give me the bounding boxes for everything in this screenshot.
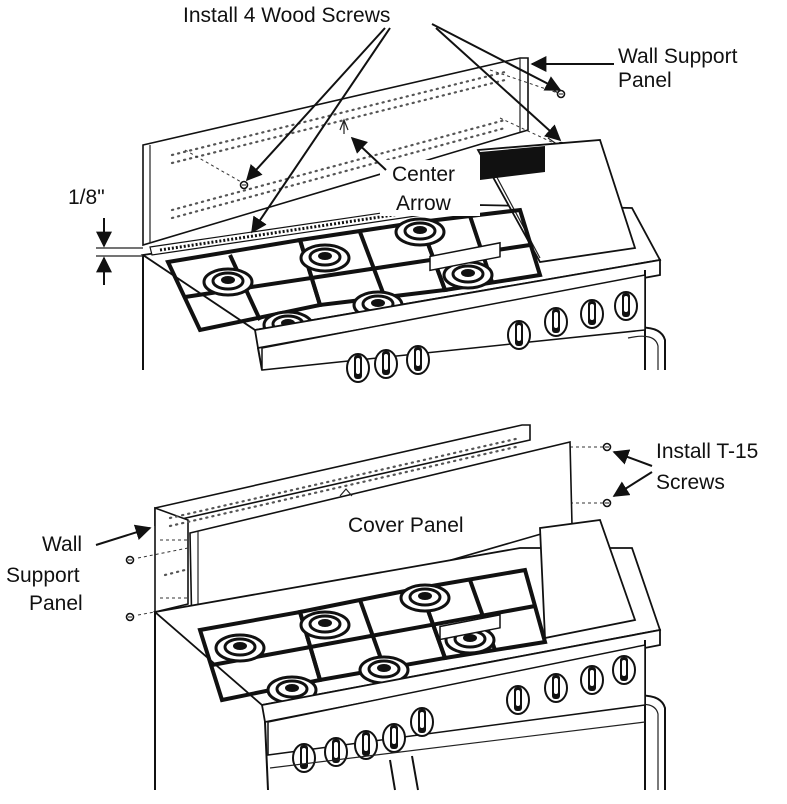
cover-panel: Cover Panel <box>189 440 573 637</box>
control-knob-icon <box>506 685 530 715</box>
wall-support-panel-label-line3: Panel <box>29 592 83 615</box>
control-knob-icon <box>544 307 568 337</box>
control-knob-icon <box>580 299 604 329</box>
burner-icon <box>399 583 451 613</box>
control-knob-icon <box>406 345 430 375</box>
wall-support-panel-bottom <box>137 424 604 616</box>
gap-dimension-label: 1/8" <box>68 186 105 209</box>
cover-panel-label: Cover Panel <box>348 514 464 537</box>
burner-icon <box>202 267 254 297</box>
install-wood-screws-label: Install 4 Wood Screws <box>183 4 390 27</box>
t15-screw-icon <box>602 498 612 508</box>
burner-icon <box>299 243 351 273</box>
control-knob-icon <box>544 673 568 703</box>
control-knob-icon <box>410 707 434 737</box>
center-arrow-label-line2: Arrow <box>396 192 452 215</box>
range-top <box>140 139 666 383</box>
center-arrow-icon <box>339 118 349 134</box>
burner-icon <box>299 610 351 640</box>
control-knob-icon <box>614 291 638 321</box>
t15-screw-icon <box>125 555 135 565</box>
wood-screw-icon <box>239 180 249 190</box>
wall-support-panel-label-line1: Wall Support <box>618 45 738 68</box>
install-t15-screws-label-line1: Install T-15 <box>656 440 758 463</box>
control-knob-icon <box>292 743 316 773</box>
t15-screw-icon <box>602 442 612 452</box>
wood-screw-icon <box>556 89 566 99</box>
top-figure: Install 4 Wood Screws Wall Support Panel… <box>68 4 738 383</box>
wall-support-panel-label-line2: Panel <box>618 69 672 92</box>
control-knob-icon <box>580 665 604 695</box>
center-arrow-callout: Center Arrow <box>350 136 480 216</box>
burner-icon <box>214 633 266 663</box>
t15-screw-icon <box>125 612 135 622</box>
control-knob-icon <box>346 353 370 383</box>
burner-icon <box>394 217 446 247</box>
control-knob-icon <box>382 723 406 753</box>
wall-support-panel-top <box>142 57 559 247</box>
wall-support-panel-label-line1: Wall <box>42 533 82 556</box>
install-t15-screws-label-line2: Screws <box>656 471 725 494</box>
control-knob-icon <box>612 655 636 685</box>
bottom-figure: Cover Panel <box>6 424 758 791</box>
center-arrow-label-line1: Center <box>392 163 455 186</box>
control-knob-icon <box>374 349 398 379</box>
gap-dimension: 1/8" <box>68 186 143 285</box>
control-knob-icon <box>324 737 348 767</box>
control-knob-icon <box>507 320 531 350</box>
range-top-bottom <box>152 519 666 791</box>
wall-support-panel-label-line2: Support <box>6 564 80 587</box>
